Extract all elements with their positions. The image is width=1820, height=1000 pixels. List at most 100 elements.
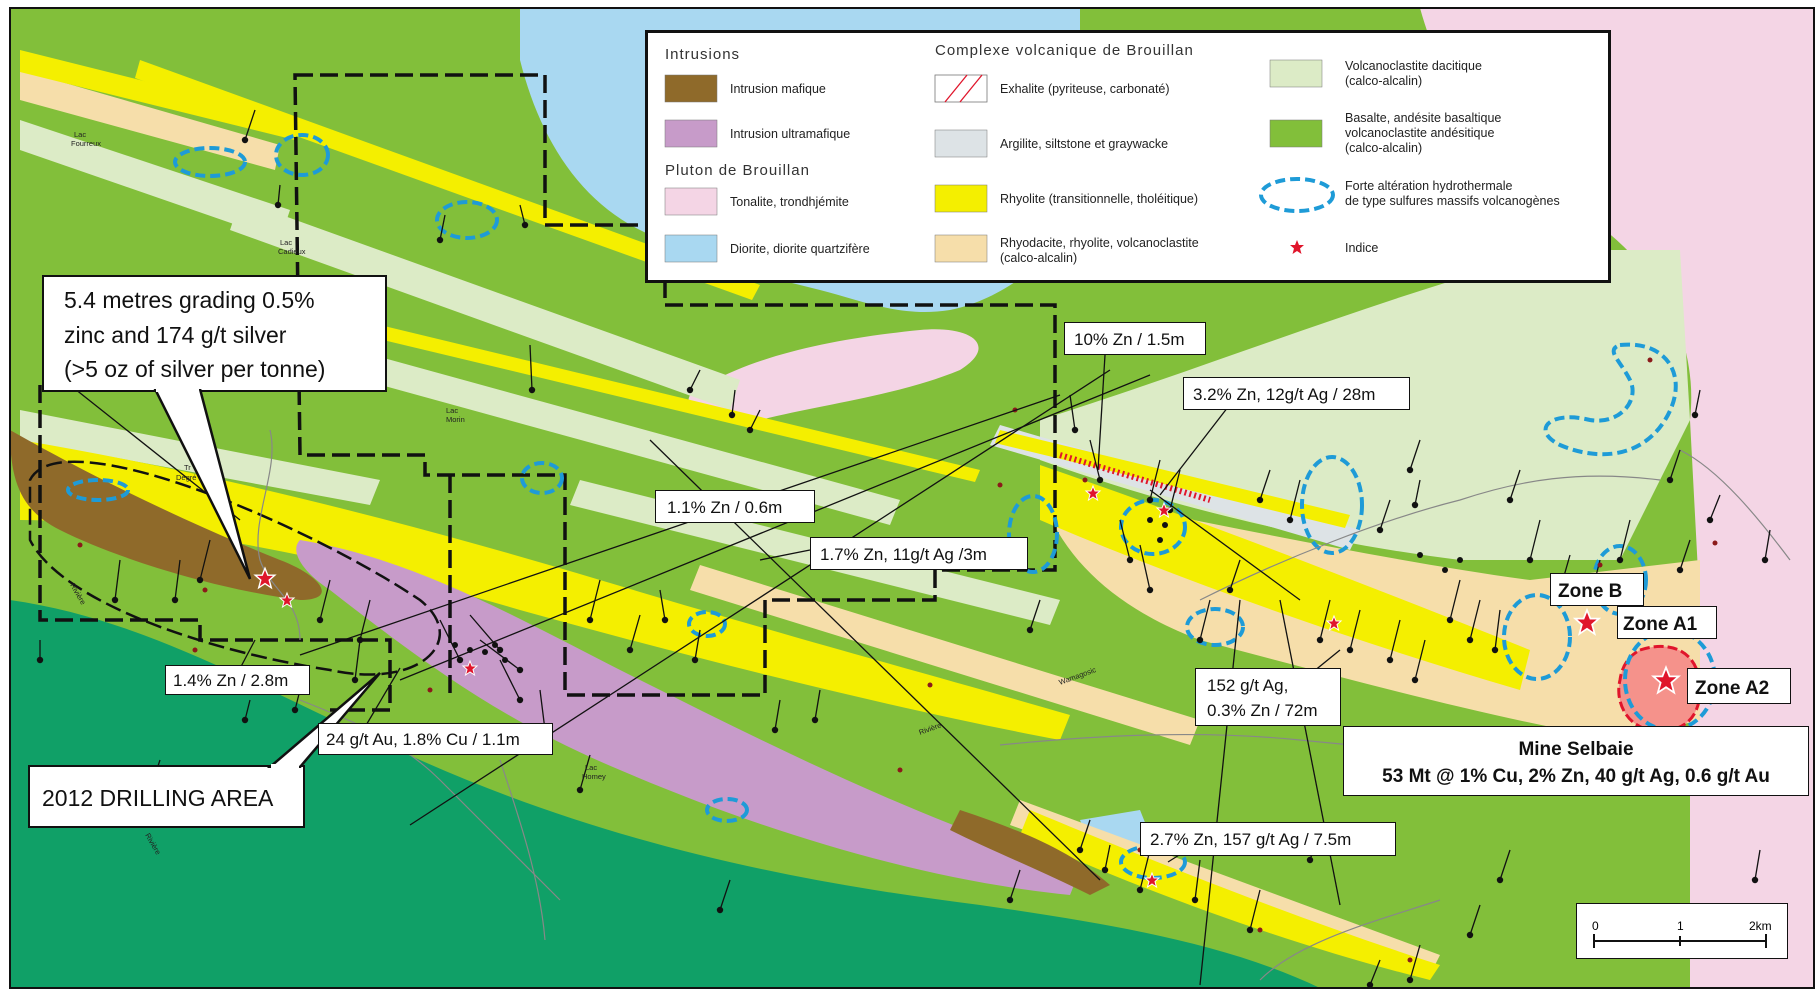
legend-swatch-basalte <box>1269 119 1323 148</box>
lake-homey-label-2: Homey <box>582 772 606 781</box>
scale-line <box>1592 933 1767 948</box>
callout-zn10-text: 10% Zn / 1.5m <box>1074 330 1185 349</box>
lake-morin-label-2: Morin <box>446 415 465 424</box>
callout-zn14-text: 1.4% Zn / 2.8m <box>173 671 288 690</box>
volcano-band-nw <box>20 120 290 240</box>
legend-exhalite-label: Exhalite (pyriteuse, carbonaté) <box>1000 82 1170 96</box>
legend-swatch-mafique <box>664 74 718 103</box>
mine-grade: 53 Mt @ 1% Cu, 2% Zn, 40 g/t Ag, 0.6 g/t… <box>1382 766 1770 787</box>
legend-panel: Intrusions Intrusion mafique Intrusion u… <box>645 30 1611 283</box>
legend-rhyodacite-label-2: (calco-alcalin) <box>1000 251 1077 265</box>
lake-cadieux-label-2: Cadieux <box>278 247 306 256</box>
legend-volcano-label-1: Volcanoclastite dacitique <box>1345 59 1482 73</box>
indice-stars <box>253 484 1681 889</box>
legend-swatch-argilite <box>934 129 988 158</box>
zone-b-label: Zone B <box>1550 573 1644 606</box>
legend-pluton-header: Pluton de Brouillan <box>665 162 810 179</box>
legend-diorite-label: Diorite, diorite quartzifère <box>730 242 870 256</box>
legend-swatch-rhyolite <box>934 184 988 213</box>
callout-au24: 24 g/t Au, 1.8% Cu / 1.1m <box>318 723 553 755</box>
callout-zn11: 1.1% Zn / 0.6m <box>655 490 815 523</box>
legend-exhalite-hatch <box>944 74 983 103</box>
scale-tick-1: 1 <box>1677 919 1684 933</box>
ultramafique-unit <box>296 540 1080 895</box>
mine-name: Mine Selbaie <box>1518 739 1633 760</box>
legend-mafique-label: Intrusion mafique <box>730 82 826 96</box>
callout-ag152-line-1: 152 g/t Ag, <box>1207 676 1288 695</box>
rhyolite-north <box>135 60 760 300</box>
legend-swatch-diorite <box>664 234 718 263</box>
volcano-band-1 <box>230 200 740 410</box>
legend-ultramafique-label: Intrusion ultramafique <box>730 127 850 141</box>
legend-rhyodacite-label-1: Rhyodacite, rhyolite, volcanoclastite <box>1000 236 1199 250</box>
map-frame <box>9 7 1815 989</box>
scale-tick-2: 2km <box>1749 919 1772 933</box>
legend-alteration-label-1: Forte altération hydrothermale <box>1345 179 1512 193</box>
legend-alteration-label-2: de type sulfures massifs volcanogènes <box>1345 194 1560 208</box>
legend-indice-star <box>1290 240 1304 254</box>
callout-main-line-1: 5.4 metres grading 0.5% <box>64 287 315 313</box>
lake-cadieux-label-1: Lac <box>280 238 292 247</box>
lake-morin-label-1: Lac <box>446 406 458 415</box>
callout-drilling-pointer <box>266 672 381 768</box>
drilling-ellipse <box>28 460 441 676</box>
callout-zn10: 10% Zn / 1.5m <box>1064 322 1206 355</box>
lake-fourreux-label-1: Lac <box>74 130 86 139</box>
legend-swatch-tonalite <box>664 187 718 216</box>
zone-a2-text: Zone A2 <box>1695 678 1769 699</box>
callout-zn32-text: 3.2% Zn, 12g/t Ag / 28m <box>1193 385 1375 404</box>
legend-tonalite-label: Tonalite, trondhjémite <box>730 195 849 209</box>
tonalite-center <box>688 329 979 422</box>
lake-homey-label-1: Lac <box>585 763 597 772</box>
zone-a1-label: Zone A1 <box>1617 606 1717 639</box>
rivers <box>257 429 1791 981</box>
callout-drilling-area: 2012 DRILLING AREA <box>28 765 305 828</box>
rhyodacite-mid <box>690 565 1200 745</box>
mafique-south <box>950 810 1110 895</box>
rhyolite-south <box>1020 810 1440 980</box>
callout-ag152-line-2: 0.3% Zn / 72m <box>1207 701 1318 720</box>
callout-zn27: 2.7% Zn, 157 g/t Ag / 7.5m <box>1140 822 1396 856</box>
callout-ag152: 152 g/t Ag, 0.3% Zn / 72m <box>1195 668 1341 726</box>
rhyolite-main <box>20 440 1070 740</box>
callout-main: 5.4 metres grading 0.5% zinc and 174 g/t… <box>42 275 387 392</box>
transect-lines <box>69 369 1341 986</box>
lake-degre-label-2: Degré <box>176 473 196 482</box>
scale-bar: 0 1 2km <box>1576 903 1788 959</box>
legend-swatch-ultramafique <box>664 119 718 148</box>
callout-zn27-text: 2.7% Zn, 157 g/t Ag / 7.5m <box>1150 830 1351 849</box>
dark-green-unit <box>10 600 1320 988</box>
callout-zn17-text: 1.7% Zn, 11g/t Ag /3m <box>820 545 987 564</box>
legend-swatch-alteration <box>1259 177 1335 213</box>
legend-rhyolite-label: Rhyolite (transitionnelle, tholéitique) <box>1000 192 1198 206</box>
callout-main-line-3: (>5 oz of silver per tonne) <box>64 356 325 382</box>
callout-zn11-text: 1.1% Zn / 0.6m <box>667 498 782 517</box>
callout-au24-text: 24 g/t Au, 1.8% Cu / 1.1m <box>326 730 520 749</box>
legend-swatch-rhyodacite <box>934 234 988 263</box>
legend-complexe-header: Complexe volcanique de Brouillan <box>935 42 1194 59</box>
exhalite-unit <box>1059 452 1211 503</box>
rhyolite-nw <box>20 50 300 140</box>
legend-argilite-label: Argilite, siltstone et graywacke <box>1000 137 1168 151</box>
legend-basalte-label-3: (calco-alcalin) <box>1345 141 1422 155</box>
zone-a2-label: Zone A2 <box>1687 668 1791 704</box>
mine-selbaie-box: Mine Selbaie 53 Mt @ 1% Cu, 2% Zn, 40 g/… <box>1343 726 1809 796</box>
callout-drilling-text: 2012 DRILLING AREA <box>42 785 274 811</box>
legend-swatch-volcanoclastite <box>1269 59 1323 88</box>
legend-indice-label: Indice <box>1345 241 1378 255</box>
volcano-band-2 <box>290 335 900 525</box>
callout-zn32: 3.2% Zn, 12g/t Ag / 28m <box>1183 377 1410 410</box>
zone-b-text: Zone B <box>1558 581 1622 602</box>
legend-volcano-label-2: (calco-alcalin) <box>1345 74 1422 88</box>
rhyodacite-nw <box>20 70 280 170</box>
legend-intrusions-header: Intrusions <box>665 46 740 63</box>
lake-fourreux-label-2: Fourreux <box>71 139 101 148</box>
callout-main-pointer <box>153 389 252 580</box>
callout-zn17: 1.7% Zn, 11g/t Ag /3m <box>810 537 1028 570</box>
rhyolite-east <box>1040 465 1530 690</box>
zone-a1-text: Zone A1 <box>1623 614 1698 635</box>
lake-degre-label-1: Tr <box>184 463 191 472</box>
legend-basalte-label-2: volcanoclastite andésitique <box>1345 126 1494 140</box>
callout-main-line-2: zinc and 174 g/t silver <box>64 322 287 348</box>
callout-zn14: 1.4% Zn / 2.8m <box>165 665 310 695</box>
